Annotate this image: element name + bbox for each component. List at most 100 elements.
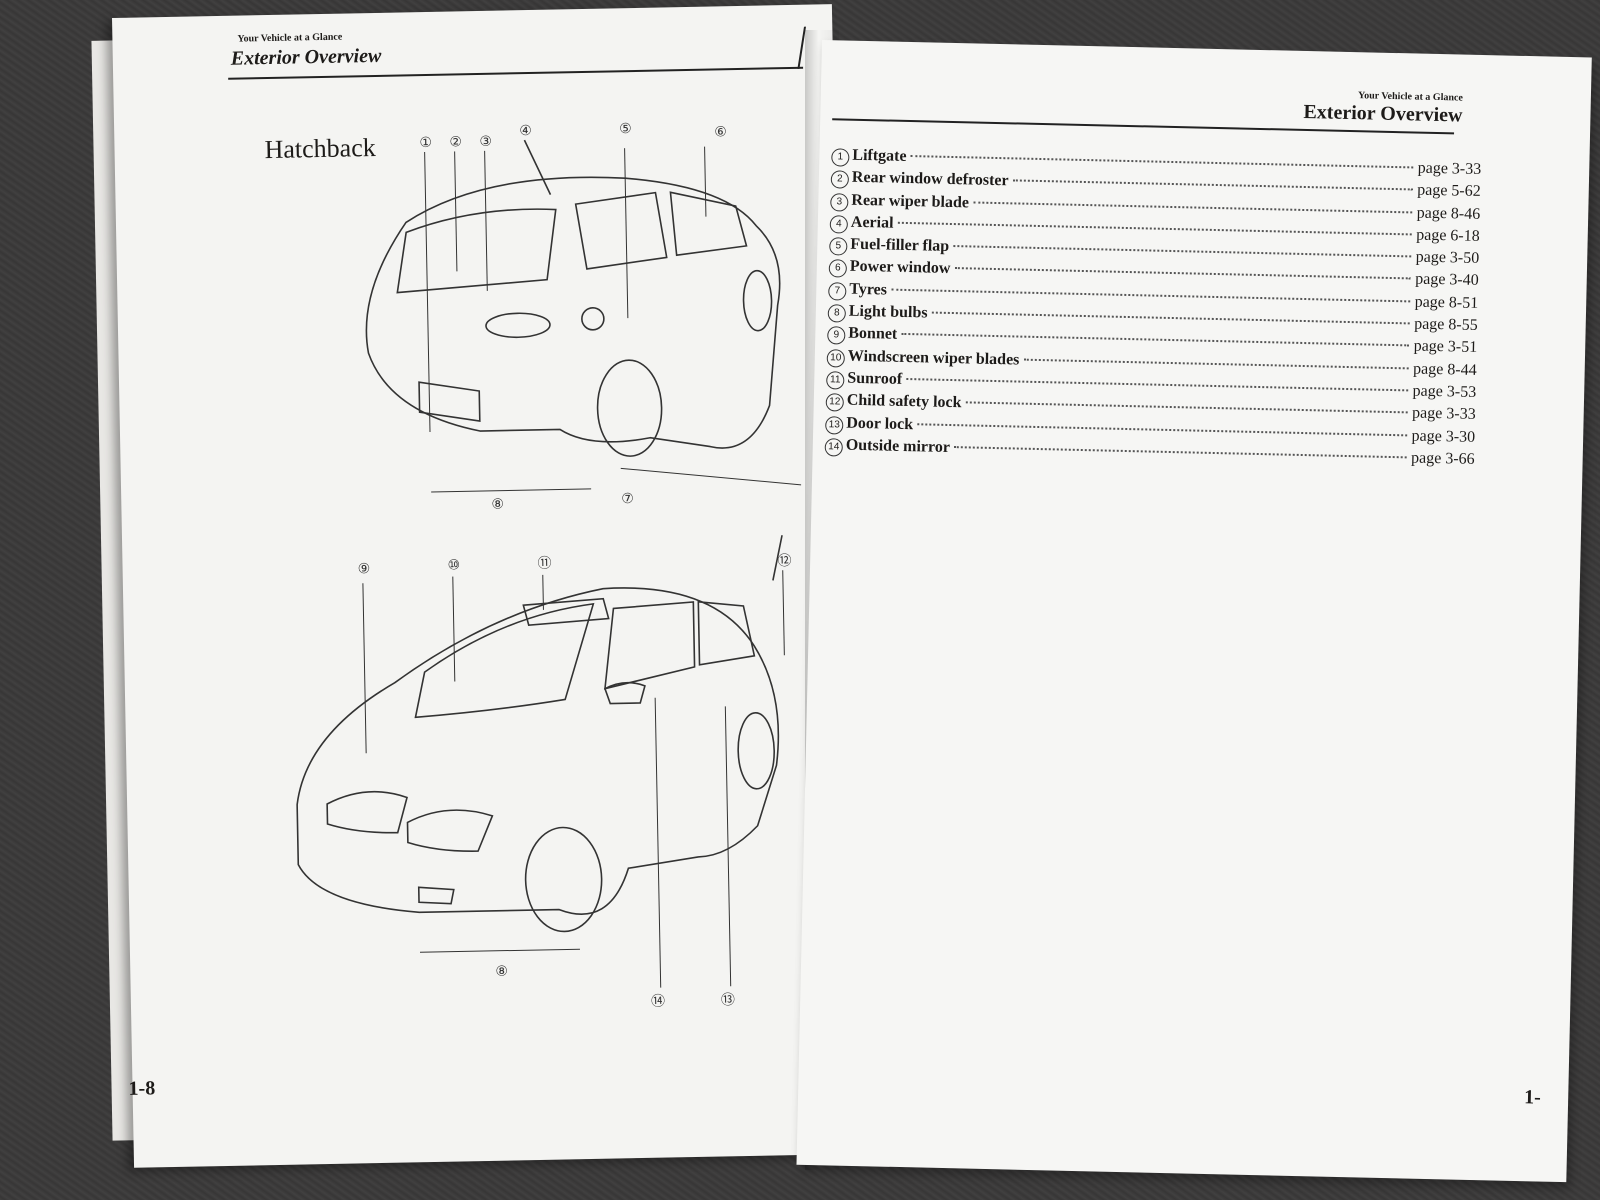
running-head-title: Exterior Overview: [1303, 100, 1463, 127]
running-head-title: Exterior Overview: [230, 44, 382, 70]
leader-dots: [890, 288, 1411, 303]
leader-dots: [906, 377, 1409, 392]
side-window-2: [669, 191, 748, 257]
tail-lamp: [485, 312, 551, 339]
index-number: 9: [827, 326, 846, 345]
leader-dots: [972, 201, 1413, 214]
callout-13: ⑬: [721, 992, 735, 1008]
leader-dots: [953, 445, 1408, 459]
rear-side-window: [697, 600, 756, 666]
running-head-chapter: Your Vehicle at a Glance: [237, 31, 343, 45]
leader-dots: [910, 155, 1414, 169]
callout-3: ③: [479, 135, 492, 150]
index-label: Child safety lock: [846, 391, 962, 412]
index-number: 5: [829, 237, 848, 256]
outside-mirror: [603, 681, 646, 705]
index-number: 2: [830, 170, 850, 189]
index-page-ref: page 3-33: [1417, 159, 1482, 178]
left-page: Your Vehicle at a Glance Exterior Overvi…: [112, 4, 854, 1168]
callout-7: ⑦: [621, 492, 634, 507]
leader-dots: [1023, 358, 1410, 370]
callout-2: ②: [449, 135, 462, 150]
right-page: Your Vehicle at a Glance Exterior Overvi…: [796, 40, 1592, 1183]
index-page-ref: page 3-53: [1412, 382, 1477, 401]
index-page-ref: page 5-62: [1417, 181, 1481, 201]
index-label: Rear window defroster: [851, 169, 1009, 190]
index-label: Tyres: [849, 280, 888, 299]
leader-dots: [954, 267, 1412, 280]
callout-8: ⑧: [491, 498, 504, 513]
index-number: 3: [830, 192, 849, 212]
index-label: Rear wiper blade: [851, 191, 970, 211]
callout-5: ⑤: [619, 122, 632, 137]
callout-6: ⑥: [714, 125, 727, 140]
index-page-ref: page 3-40: [1414, 271, 1479, 290]
callout-12: ⑫: [777, 553, 791, 569]
front-wheel: [524, 826, 603, 933]
index-label: Sunroof: [847, 369, 903, 388]
aerial-rod: [772, 535, 783, 581]
windscreen: [414, 602, 595, 719]
index-page-ref: page 3-51: [1413, 337, 1478, 357]
side-window-1: [574, 191, 668, 270]
grille: [326, 790, 408, 834]
index-label: Outside mirror: [845, 436, 951, 456]
leader-dots: [931, 311, 1411, 325]
index-number: 1: [831, 148, 850, 167]
callout-10: ⑩: [447, 558, 460, 573]
rear-car-drawing: ① ② ③ ④ ⑤ ⑥ ⑦ ⑧: [365, 122, 802, 513]
index-number: 14: [824, 438, 843, 457]
index-label: Fuel-filler flap: [850, 235, 950, 256]
index-page-ref: page 3-66: [1410, 449, 1475, 468]
aerial-rod: [523, 139, 552, 195]
leader-dots: [953, 245, 1412, 258]
rear-view-diagram: ① ② ③ ④ ⑤ ⑥ ⑦ ⑧: [324, 105, 812, 514]
index-number: 7: [828, 281, 847, 301]
rear-window: [396, 208, 557, 294]
index-page-ref: page 8-55: [1413, 315, 1478, 335]
leader-dots: [917, 422, 1408, 436]
index-label: Light bulbs: [848, 302, 928, 322]
index-page-ref: page 8-44: [1412, 360, 1477, 379]
callout-14: ⑭: [651, 994, 665, 1010]
callout-9: ⑨: [357, 562, 370, 577]
leader-dots: [1012, 179, 1414, 191]
leader-dots: [965, 401, 1409, 414]
index-label: Liftgate: [852, 146, 907, 165]
index-label: Power window: [849, 258, 951, 278]
fog-lamp: [417, 886, 455, 905]
index-page-ref: page 8-46: [1416, 204, 1481, 223]
callout-1: ①: [419, 136, 432, 151]
index-number: 8: [827, 304, 847, 323]
callout-8-lower: ⑧: [495, 965, 508, 980]
index-number: 6: [828, 259, 848, 279]
front-view-diagram: ⑨ ⑩ ⑪ ⑫ ⑬ ⑭ ⑧: [272, 525, 821, 1025]
index-page-ref: page 8-51: [1414, 293, 1479, 312]
front-body-outline: [296, 587, 780, 915]
index-page-ref: page 6-18: [1416, 226, 1480, 245]
page-number: 1-: [1523, 1086, 1542, 1109]
headlamp: [406, 809, 494, 852]
sunroof: [522, 597, 610, 626]
index-label: Aerial: [850, 213, 894, 232]
index-number: 11: [826, 371, 845, 390]
index-label: Door lock: [846, 414, 914, 433]
index-page-ref: page 3-33: [1411, 404, 1476, 424]
front-side-window: [604, 601, 696, 690]
index-number: 12: [825, 393, 844, 412]
index-page-ref: page 3-30: [1411, 427, 1476, 446]
leader-dots: [901, 333, 1410, 347]
callout-4: ④: [519, 124, 532, 139]
rear-wheel: [596, 359, 663, 457]
rear-body-outline: [365, 176, 781, 449]
index-page-ref: page 3-50: [1415, 248, 1480, 268]
leader-dots: [897, 221, 1413, 236]
index-number: 13: [825, 415, 844, 435]
front-car-drawing: ⑨ ⑩ ⑪ ⑫ ⑬ ⑭ ⑧: [296, 535, 792, 1010]
running-head-chapter: Your Vehicle at a Glance: [1357, 90, 1463, 104]
index-number: 10: [826, 348, 845, 368]
rear-wheel: [737, 711, 775, 790]
index-number: 4: [829, 215, 849, 234]
callout-11: ⑪: [537, 556, 551, 572]
